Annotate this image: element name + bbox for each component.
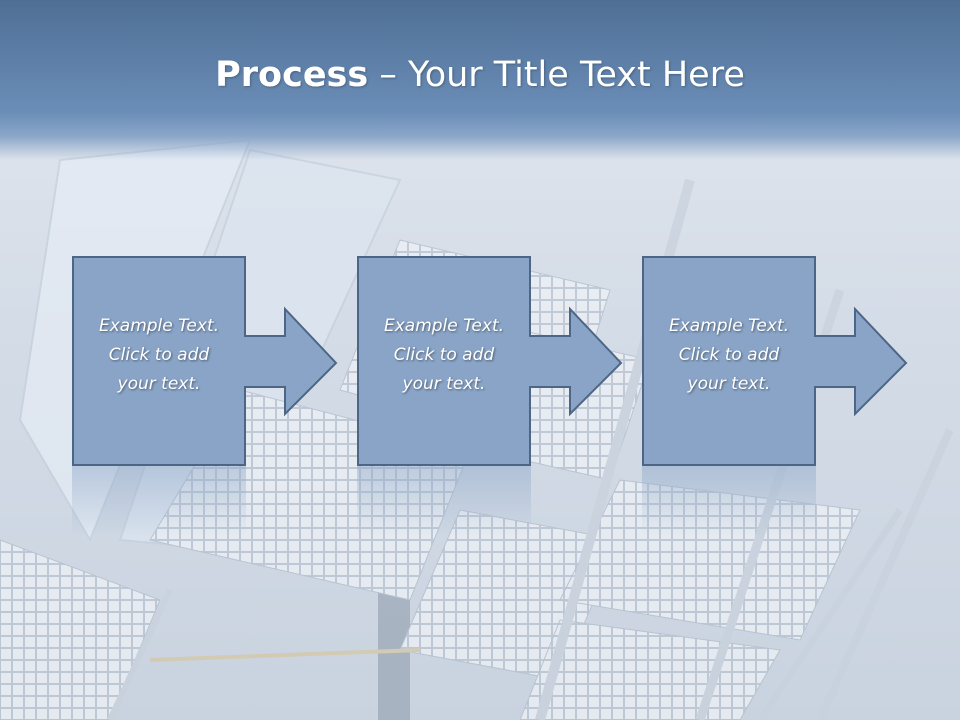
process-step-text: Example Text. Click to add your text. [668,316,790,394]
slide-title[interactable]: Process – Your Title Text Here [0,52,960,98]
process-step-text: Example Text. Click to add your text. [98,316,220,394]
right-arrow-icon [357,256,623,466]
process-step-1[interactable]: Example Text. Click to add your text. [72,256,338,466]
right-arrow-icon [642,256,908,466]
box-reflection [72,466,246,536]
title-bold: Process [215,55,369,95]
title-band [0,0,960,160]
title-rest: – Your Title Text Here [368,55,745,95]
process-step-text: Example Text. Click to add your text. [383,316,505,394]
process-step-3[interactable]: Example Text. Click to add your text. [642,256,908,466]
box-reflection [642,466,816,536]
process-step-2[interactable]: Example Text. Click to add your text. [357,256,623,466]
box-reflection [357,466,531,536]
right-arrow-icon [72,256,338,466]
